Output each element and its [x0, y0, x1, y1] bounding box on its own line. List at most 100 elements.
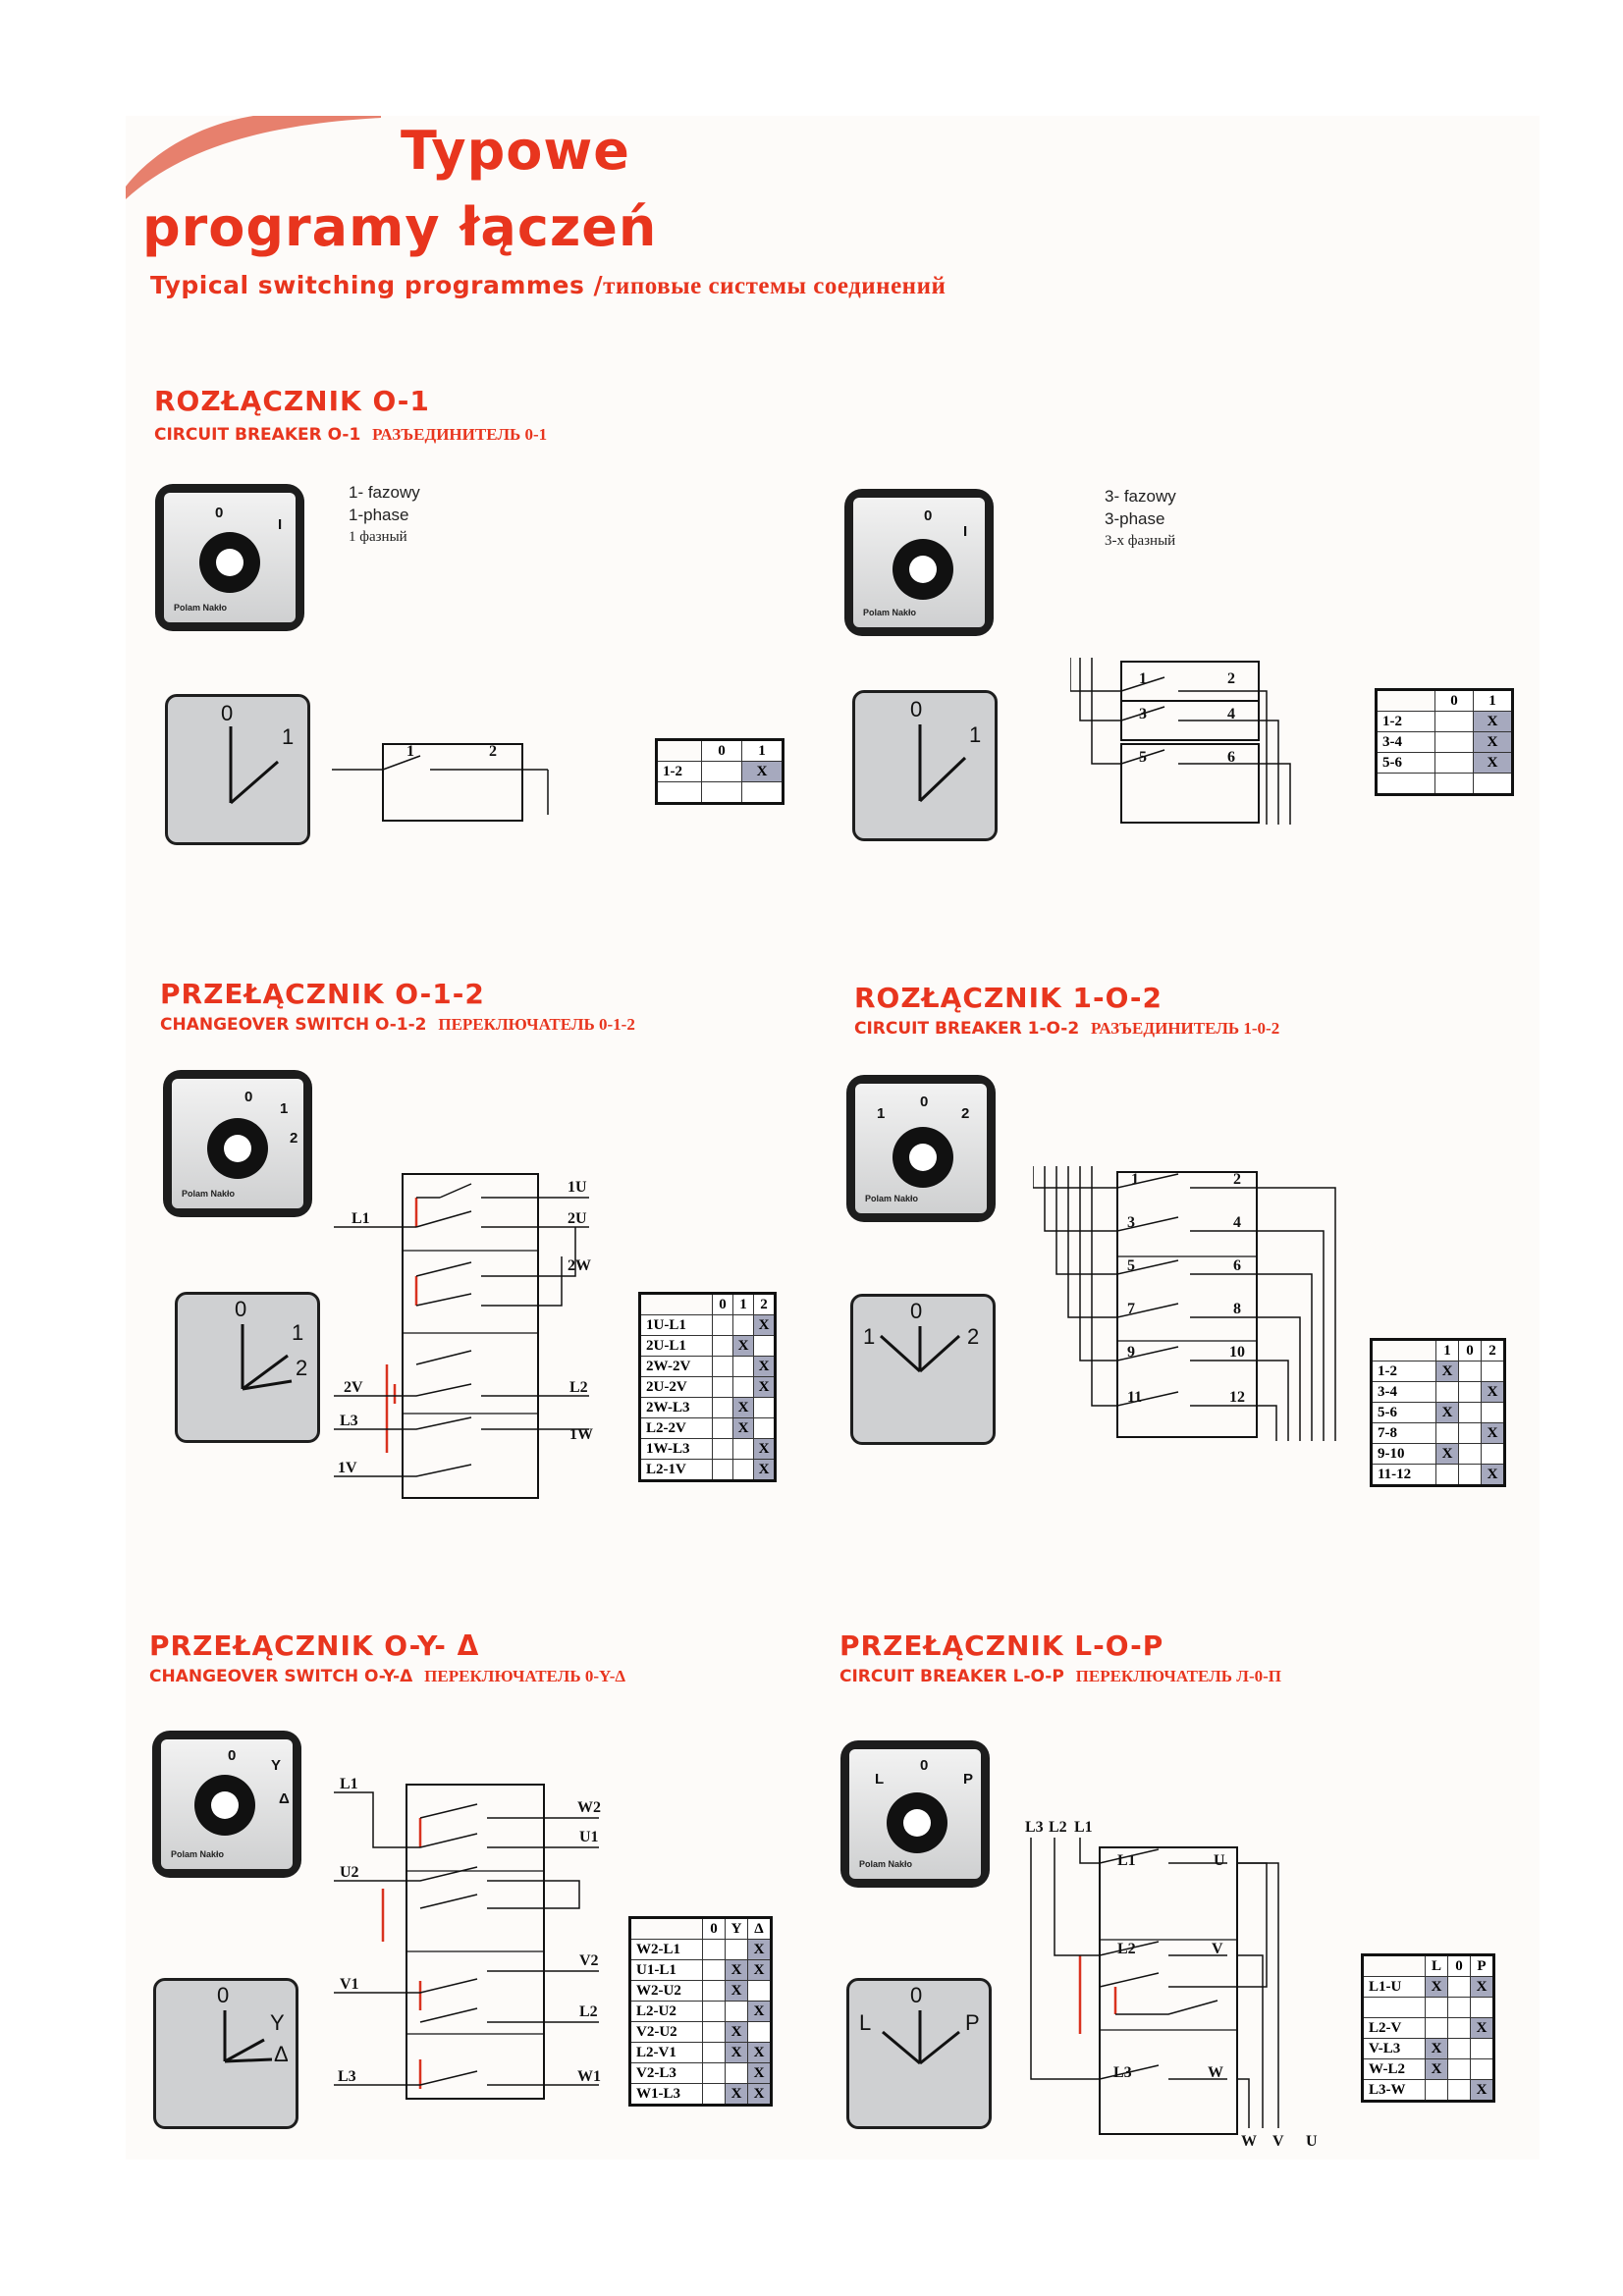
knob-label: 0	[924, 507, 933, 524]
contact-cell	[1435, 1422, 1459, 1444]
knob-ring	[194, 1775, 255, 1836]
wire-label: L1	[1117, 1852, 1136, 1869]
sub-ru: РАЗЪЕДИНИТЕЛЬ 0-1	[372, 425, 548, 444]
wire-label: L1	[1074, 1819, 1093, 1836]
wire-label: V	[1212, 1941, 1223, 1957]
section-heading-oyd: PRZEŁĄCZNIK O-Y- Δ	[149, 1629, 480, 1662]
contact-cell	[701, 761, 742, 782]
position-lines	[882, 2010, 960, 2065]
brand-label: Polam Nakło	[863, 608, 917, 617]
wire-label: 1U	[568, 1179, 587, 1196]
knob-face: 1 0 2 Polam Nakło	[855, 1084, 987, 1213]
knob-label: 0	[215, 505, 224, 521]
contact-cell: X	[725, 2021, 748, 2043]
subtitle-ru: типовые системы соединений	[603, 273, 947, 299]
sub-ru: РАЗЪЕДИНИТЕЛЬ 1-0-2	[1091, 1019, 1280, 1038]
table-row: 1W-L3 X	[639, 1438, 776, 1460]
contact-cell	[1425, 2079, 1448, 2102]
contact-pair-label: 1-2	[656, 761, 702, 782]
contact-pair-label: W-L2	[1362, 2058, 1426, 2080]
contact-pair-label: L3-W	[1362, 2079, 1426, 2102]
contact-cell	[1425, 2017, 1448, 2039]
contact-cell	[1425, 1997, 1448, 2018]
note-ru: 3-х фазный	[1105, 533, 1176, 549]
contact-cell: X	[725, 2083, 748, 2106]
wire-label: L1	[352, 1210, 370, 1227]
table-column-header: Y	[725, 1917, 748, 1940]
wire-label: U	[1214, 1852, 1225, 1869]
sub-en: CHANGEOVER SWITCH O-Y-Δ	[149, 1667, 413, 1686]
contact-cell: X	[747, 1959, 772, 1981]
wire-label: 12	[1229, 1389, 1245, 1406]
table-column-header: L	[1425, 1954, 1448, 1977]
table-row: 11-12 X	[1371, 1464, 1505, 1486]
knob-face: 0 I Polam Nakło	[164, 493, 296, 622]
position-diagram-oyd: 0 Y Δ	[153, 1978, 298, 2129]
wire-label: L2	[1117, 1941, 1136, 1957]
contact-pair-label	[656, 781, 702, 804]
wire-label: L3	[1025, 1819, 1044, 1836]
contact-cell: X	[753, 1438, 776, 1460]
contact-cell	[712, 1459, 733, 1481]
contact-cell	[1473, 773, 1513, 795]
contact-pair-label: L2-1V	[639, 1459, 713, 1481]
contact-cell	[712, 1417, 733, 1439]
contact-pair-label: 1U-L1	[639, 1314, 713, 1336]
contact-cell	[1458, 1381, 1482, 1403]
brand-label: Polam Nakło	[859, 1859, 913, 1869]
contact-pair-label: 11-12	[1371, 1464, 1436, 1486]
knob-label: 2	[290, 1130, 298, 1147]
contact-pair-label: 1W-L3	[639, 1438, 713, 1460]
contact-cell: X	[725, 1959, 748, 1981]
contact-cell: X	[753, 1314, 776, 1336]
title-line1: Typowe	[401, 120, 630, 182]
wire-label: 9	[1127, 1344, 1135, 1361]
wire-label: L2	[1049, 1819, 1067, 1836]
wire-label: 6	[1233, 1257, 1241, 1274]
contact-cell	[725, 1939, 748, 1960]
contact-cell: X	[732, 1397, 754, 1418]
table-row: 1U-L1 X	[639, 1314, 776, 1336]
contact-cell: X	[1481, 1464, 1505, 1486]
contact-pair-label: L2-V	[1362, 2017, 1426, 2039]
wire-label: L3	[1113, 2064, 1132, 2081]
wire-label: W1	[577, 2068, 601, 2085]
knob-label: 0	[920, 1094, 929, 1110]
contact-cell: X	[747, 2083, 772, 2106]
contact-cell	[732, 1438, 754, 1460]
wire-label: V2	[579, 1952, 599, 1969]
note-en: 1-phase	[349, 506, 409, 524]
contact-cell: X	[1425, 2038, 1448, 2059]
table-column-header: 0	[1447, 1954, 1471, 1977]
note-pl: 3- fazowy	[1105, 487, 1176, 506]
wire-label: 2U	[568, 1210, 587, 1227]
contact-cell: X	[1435, 1443, 1459, 1465]
wire-label: W2	[577, 1799, 601, 1816]
contact-cell	[747, 2021, 772, 2043]
note-one-phase: 1- fazowy 1-phase 1 фазный	[349, 481, 420, 549]
sub-ru: ПЕРЕКЛЮЧАТЕЛЬ 0-Y-Δ	[424, 1667, 626, 1685]
wiring-diagram-lop: L3 L2 L1 L1 U L2 V L3 W W V U	[1025, 1819, 1318, 2150]
wire-label: 5	[1139, 749, 1147, 766]
contact-cell: X	[747, 2001, 772, 2022]
contact-cell	[1458, 1402, 1482, 1423]
wire-label: 2	[1227, 670, 1235, 687]
position-lines	[918, 724, 967, 803]
contact-cell: X	[1435, 1402, 1459, 1423]
contact-cell	[1447, 2017, 1471, 2039]
dial-label: 0	[910, 1299, 923, 1323]
